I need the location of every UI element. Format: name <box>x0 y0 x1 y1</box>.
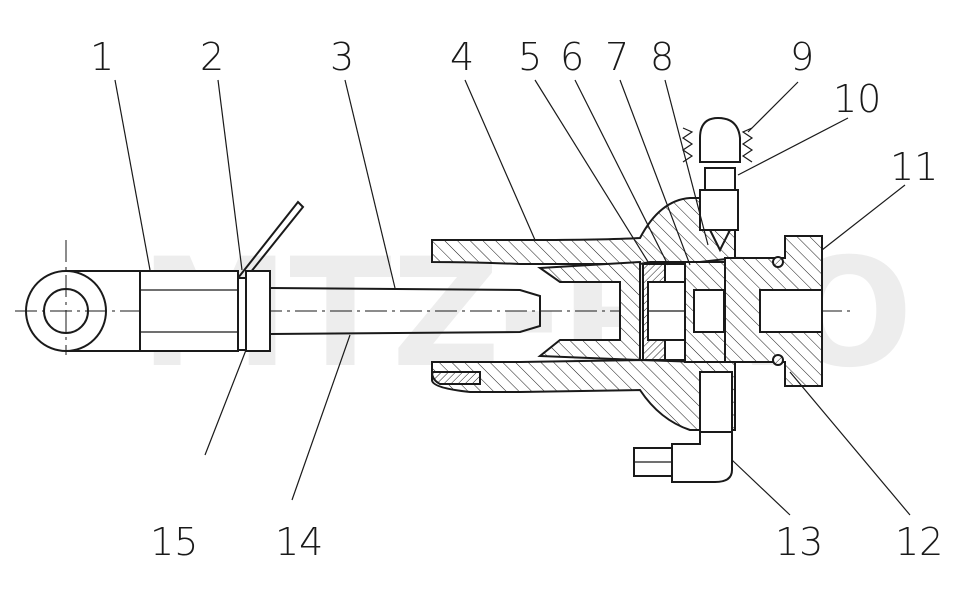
callout-7: 7 <box>605 35 629 79</box>
callout-15: 15 <box>150 520 198 564</box>
callouts: 1 2 3 4 5 6 7 8 9 10 11 12 13 14 15 <box>90 35 943 564</box>
rod-nut <box>139 270 271 352</box>
callout-3: 3 <box>330 35 354 79</box>
callout-13: 13 <box>775 520 823 564</box>
rod <box>269 287 541 335</box>
seal-pack <box>642 263 694 361</box>
callout-5: 5 <box>518 35 542 79</box>
valve-body <box>684 261 726 363</box>
callout-2: 2 <box>200 35 224 79</box>
elbow-fitting <box>633 371 733 483</box>
end-cap <box>724 235 823 387</box>
lower-pipe <box>430 371 481 385</box>
callout-11: 11 <box>890 145 938 189</box>
leader-lines <box>114 79 911 516</box>
callout-12: 12 <box>895 520 943 564</box>
grease-nipple <box>681 116 754 253</box>
callout-9: 9 <box>790 35 814 79</box>
callout-1: 1 <box>90 35 114 79</box>
callout-14: 14 <box>275 520 323 564</box>
callout-10: 10 <box>833 77 881 121</box>
callout-4: 4 <box>450 35 474 79</box>
callout-8: 8 <box>650 35 674 79</box>
callout-6: 6 <box>560 35 584 79</box>
